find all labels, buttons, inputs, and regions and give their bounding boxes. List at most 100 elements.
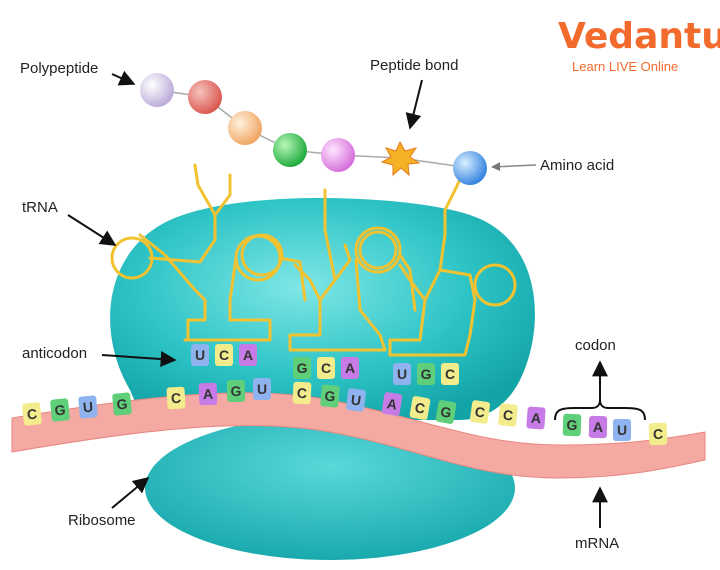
anticodon-1-base-2-block <box>215 344 233 366</box>
mrna-base-11-letter: U <box>350 391 362 408</box>
mrna-base-9-block <box>292 381 312 405</box>
mrna-base-1: C <box>22 402 42 426</box>
mrna-base-17-letter: A <box>530 410 541 427</box>
trna-2 <box>240 188 417 352</box>
mrna-base-8-block <box>253 378 271 400</box>
anticodon-1-base-3: A <box>239 344 257 366</box>
mrna-base-15-block <box>469 400 491 424</box>
mrna-base-18-block <box>562 413 582 437</box>
mrna-base-20-letter: U <box>617 422 627 438</box>
mrna-base-14-letter: G <box>439 403 453 421</box>
label-amino-acid: Amino acid <box>540 157 614 174</box>
label-anticodon: anticodon <box>22 345 87 362</box>
label-mrna: mRNA <box>575 535 619 552</box>
peptide-bond-burst <box>380 140 421 177</box>
mrna-base-11-block <box>346 388 366 412</box>
anticodon-1-base-1: U <box>191 344 209 366</box>
mrna-base-6-block <box>198 382 218 406</box>
mrna-base-14: G <box>435 400 457 424</box>
mrna-base-12-letter: A <box>386 395 399 412</box>
logo-wordmark: Vedantu <box>558 16 720 57</box>
mrna-base-4-letter: G <box>116 396 128 413</box>
anticodon-2-base-3-block <box>341 357 359 379</box>
anticodon-3-base-1-letter: U <box>397 366 407 382</box>
trna-3 <box>358 173 517 357</box>
mrna-base-21: C <box>648 422 668 446</box>
mrna-base-3-letter: U <box>82 399 93 416</box>
codon-brace <box>554 399 646 421</box>
anticodon-2-base-1: G <box>293 357 311 379</box>
mrna-base-18: G <box>562 413 582 437</box>
mrna-base-17-block <box>526 406 546 430</box>
anticodon-2-base-3-letter: A <box>345 360 355 376</box>
anticodon-1-base-1-block <box>191 344 209 366</box>
label-codon: codon <box>575 337 616 354</box>
mrna-base-13: C <box>409 396 431 420</box>
mrna-base-12: A <box>381 392 403 416</box>
arrow-anticodon <box>101 351 177 367</box>
arrow-amino-acid <box>491 162 537 172</box>
anticodon-3-base-3: C <box>441 363 459 385</box>
mrna-base-2-block <box>50 398 70 422</box>
mrna-base-19-letter: A <box>593 419 603 435</box>
mrna-base-13-block <box>409 396 431 420</box>
mrna-base-3-block <box>78 395 98 419</box>
mrna-base-7: G <box>226 379 246 403</box>
mrna-base-19: A <box>588 415 608 439</box>
mrna-base-4: G <box>112 392 132 416</box>
arrow-polypeptide <box>111 70 136 86</box>
amino-acid-5 <box>321 138 355 172</box>
labels: Polypeptide Peptide bond Amino acid tRNA… <box>20 57 619 552</box>
label-peptide-bond: Peptide bond <box>370 57 458 74</box>
anticodon-2-base-1-block <box>293 357 311 379</box>
mrna-base-9-letter: C <box>297 385 308 402</box>
mrna-base-15-letter: C <box>474 403 486 420</box>
anticodon-3-base-1: U <box>393 363 411 385</box>
mrna-base-16-letter: C <box>502 407 514 424</box>
mrna-base-17: A <box>526 406 546 430</box>
label-trna: tRNA <box>22 199 58 216</box>
mrna-base-10: G <box>320 384 340 408</box>
mrna-base-14-block <box>435 400 457 424</box>
mrna-base-4-block <box>112 392 132 416</box>
anticodon-2-base-2-letter: C <box>321 360 331 376</box>
amino-acid-6 <box>453 151 487 185</box>
mrna-base-10-block <box>320 384 340 408</box>
mrna-base-6-letter: A <box>203 386 214 402</box>
mrna-base-7-letter: G <box>230 383 241 399</box>
trna-1 <box>110 163 307 342</box>
mrna-base-1-block <box>22 402 42 426</box>
anticodon-2-base-2-block <box>317 357 335 379</box>
label-ribosome: Ribosome <box>68 512 136 529</box>
anticodon-3-base-2-block <box>417 363 435 385</box>
mrna-base-16-block <box>498 403 518 427</box>
label-arrows <box>67 70 608 528</box>
anticodon-2-base-2: C <box>317 357 335 379</box>
mrna-base-8-letter: U <box>257 381 267 397</box>
anticodon-1-base-1-letter: U <box>195 347 205 363</box>
anticodon-3-base-3-letter: C <box>445 366 455 382</box>
mrna-base-10-letter: G <box>324 388 336 405</box>
mrna-base-21-block <box>648 422 668 446</box>
mrna-strand <box>11 392 706 479</box>
amino-acid-1 <box>140 73 174 107</box>
amino-acid-4 <box>273 133 307 167</box>
trna-molecules <box>110 163 517 357</box>
anticodon-2-base-1-letter: G <box>297 360 308 376</box>
anticodon-1-base-3-block <box>239 344 257 366</box>
vedantu-logo: Vedantu Learn LIVE Online <box>558 16 720 74</box>
anticodon-1-base-2: C <box>215 344 233 366</box>
mrna-base-21-letter: C <box>653 426 664 442</box>
anticodon-3-base-2-letter: G <box>421 366 432 382</box>
mrna-base-7-block <box>226 379 246 403</box>
amino-acid-2 <box>188 80 222 114</box>
mrna-base-6: A <box>198 382 218 406</box>
mrna-base-5-letter: C <box>171 390 182 407</box>
mrna-base-20-block <box>613 419 631 441</box>
arrow-ribosome <box>111 476 150 509</box>
mrna-base-13-letter: C <box>414 399 427 417</box>
anticodon-3-base-3-block <box>441 363 459 385</box>
